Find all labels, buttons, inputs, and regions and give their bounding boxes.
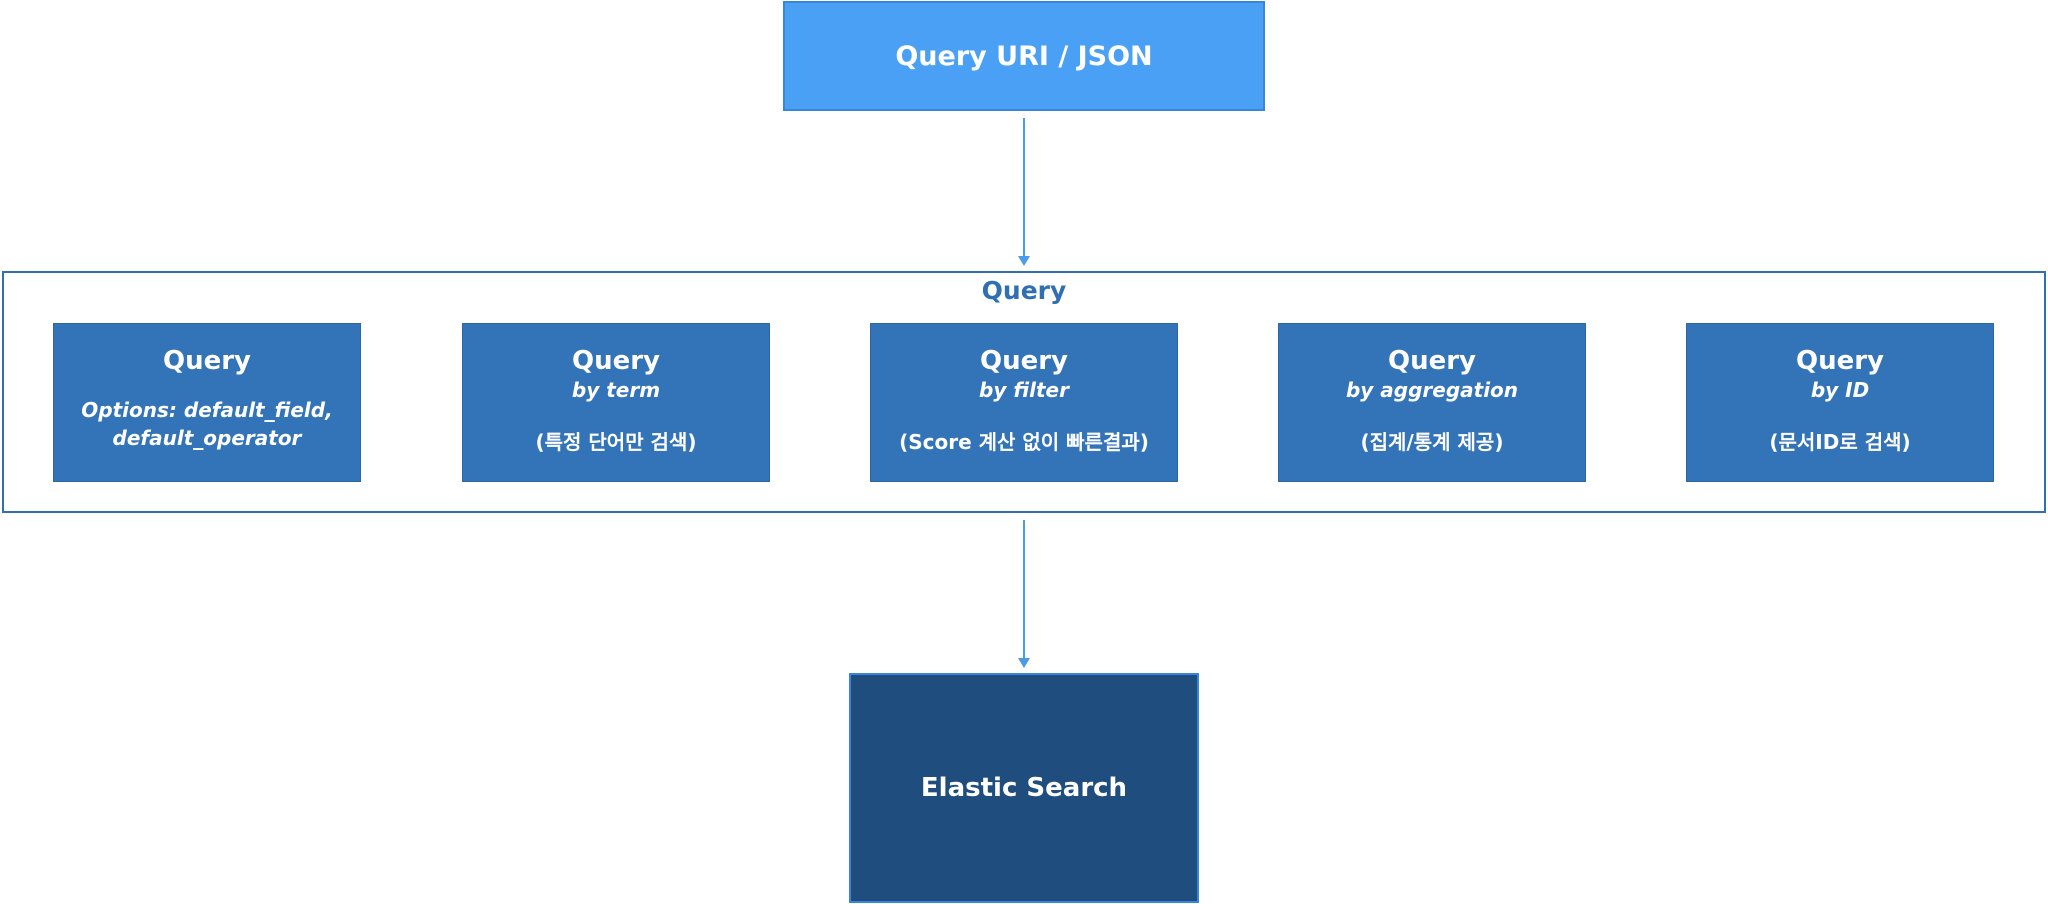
query-by-id-box: Query by ID (문서ID로 검색) (1686, 323, 1994, 482)
query-by-id-note: (문서ID로 검색) (1769, 430, 1911, 454)
elastic-search-label: Elastic Search (920, 773, 1128, 803)
query-by-aggregation-box: Query by aggregation (집계/통계 제공) (1278, 323, 1586, 482)
query-group-title: Query (981, 276, 1067, 305)
arrowhead-query-to-elastic (1018, 658, 1030, 668)
query-options-line1: Options: default_field, (81, 398, 333, 422)
elastic-search-box: Elastic Search (849, 673, 1199, 903)
query-by-filter-subtitle: by filter (979, 378, 1069, 402)
query-by-filter-box: Query by filter (Score 계산 없이 빠른결과) (870, 323, 1178, 482)
query-box-title: Query (1795, 346, 1885, 376)
query-box-title: Query (571, 346, 661, 376)
query-options-line2: default_operator (112, 426, 302, 450)
arrowhead-top-to-query (1018, 256, 1030, 266)
query-by-id-subtitle: by ID (1810, 378, 1870, 402)
query-uri-json-box: Query URI / JSON (783, 1, 1265, 111)
query-by-term-subtitle: by term (571, 378, 661, 402)
query-box-title: Query (979, 346, 1069, 376)
query-box-title: Query (1387, 346, 1477, 376)
query-by-filter-note: (Score 계산 없이 빠른결과) (899, 430, 1149, 454)
query-by-aggregation-subtitle: by aggregation (1345, 378, 1519, 402)
query-uri-json-label: Query URI / JSON (895, 40, 1153, 72)
query-options-note: Options: default_field, default_operator (81, 396, 332, 452)
query-box-title: Query (162, 346, 252, 376)
query-by-aggregation-note: (집계/통계 제공) (1360, 430, 1504, 454)
query-by-term-box: Query by term (특정 단어만 검색) (462, 323, 770, 482)
query-by-term-note: (특정 단어만 검색) (535, 430, 697, 454)
query-options-box: Query Options: default_field, default_op… (53, 323, 361, 482)
